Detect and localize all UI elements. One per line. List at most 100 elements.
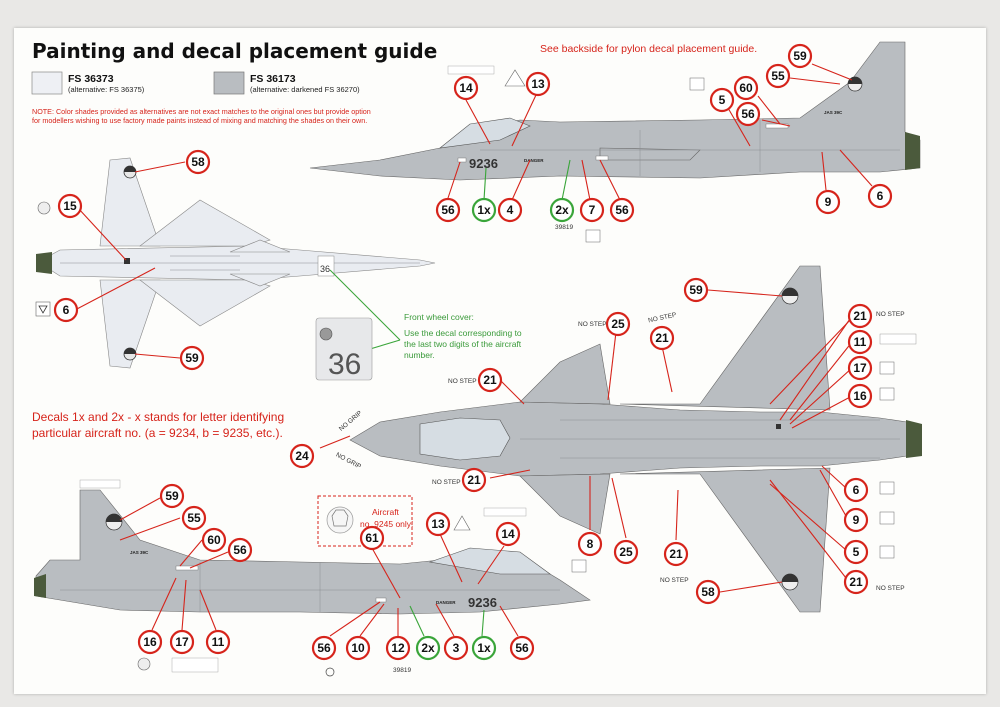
callout-9: 9 xyxy=(843,507,869,533)
svg-text:56: 56 xyxy=(441,203,455,217)
svg-text:9: 9 xyxy=(853,513,860,527)
callout-56: 56 xyxy=(735,101,761,127)
swatch-2-code: FS 36173 xyxy=(250,73,296,85)
serial-number-top: 9236 xyxy=(469,156,498,171)
callout-4: 4 xyxy=(497,197,523,223)
stencil-box-r1 xyxy=(879,361,895,375)
stencil-roundel-icon xyxy=(37,201,51,215)
callout-3: 3 xyxy=(443,635,469,661)
aircraft-note-line1: Aircraft xyxy=(372,507,400,517)
callout-59: 59 xyxy=(683,277,709,303)
stencil-label-bottom xyxy=(79,479,121,489)
danger-stencil-top: DANGER xyxy=(524,158,544,163)
svg-text:5: 5 xyxy=(719,93,726,107)
stencil-plate-1 xyxy=(879,333,917,345)
callout-13: 13 xyxy=(425,511,451,537)
callout-59: 59 xyxy=(179,345,205,371)
svg-text:6: 6 xyxy=(853,483,860,497)
callout-7: 7 xyxy=(579,197,605,223)
decals-note-line2: particular aircraft no. (a = 9234, b = 9… xyxy=(32,426,283,440)
no-grip-1: NO GRIP xyxy=(338,410,364,433)
stencil-box-r3 xyxy=(879,481,895,495)
callout-6: 6 xyxy=(53,297,79,323)
swatch-1-alt: (alternative: FS 36375) xyxy=(68,85,145,94)
backside-note: See backside for pylon decal placement g… xyxy=(540,43,757,55)
aircraft-note-line2: no. 9245 only! xyxy=(360,519,413,529)
front-wheel-line1: Use the decal corresponding to xyxy=(404,328,522,338)
swatch-2-alt: (alternative: darkened FS 36270) xyxy=(250,85,360,94)
warning-triangle-top-icon xyxy=(504,69,526,87)
callout-55: 55 xyxy=(765,63,791,89)
top-view-aircraft: 36 xyxy=(36,157,436,369)
svg-text:56: 56 xyxy=(317,641,331,655)
callout-14: 14 xyxy=(453,75,479,101)
small-circle-stencil-icon xyxy=(325,667,335,677)
callout-11: 11 xyxy=(205,629,231,655)
front-wheel-cover-note: Front wheel cover: Use the decal corresp… xyxy=(315,269,522,381)
callout-59: 59 xyxy=(159,483,185,509)
no-step-1: NO STEP xyxy=(578,321,607,328)
callout-13: 13 xyxy=(525,71,551,97)
svg-text:11: 11 xyxy=(212,635,225,649)
svg-text:6: 6 xyxy=(877,189,884,203)
svg-text:16: 16 xyxy=(853,389,867,403)
svg-text:21: 21 xyxy=(655,331,669,345)
stencil-box-top-2 xyxy=(689,77,705,91)
decals-note-line1: Decals 1x and 2x - x stands for letter i… xyxy=(32,410,284,424)
svg-text:60: 60 xyxy=(207,533,221,547)
svg-text:10: 10 xyxy=(351,641,365,655)
stencil-box-top xyxy=(585,229,601,243)
callout-2x: 2x xyxy=(549,197,575,223)
front-wheel-heading: Front wheel cover: xyxy=(404,312,474,322)
color-note-line2: for modellers wishing to use factory mad… xyxy=(32,116,367,125)
svg-text:58: 58 xyxy=(191,155,205,169)
svg-text:55: 55 xyxy=(187,511,201,525)
callout-16: 16 xyxy=(847,383,873,409)
danger-stencil-bottom: DANGER xyxy=(436,600,456,605)
callout-24: 24 xyxy=(289,443,315,469)
svg-text:14: 14 xyxy=(501,527,515,541)
serial-number-bottom: 9236 xyxy=(468,595,497,610)
svg-text:11: 11 xyxy=(854,335,867,349)
svg-text:12: 12 xyxy=(391,641,405,655)
callout-56: 56 xyxy=(435,197,461,223)
wheel-cover-number: 36 xyxy=(328,348,361,381)
callout-14: 14 xyxy=(495,521,521,547)
callout-9: 9 xyxy=(815,189,841,215)
svg-text:56: 56 xyxy=(233,543,247,557)
callout-56: 56 xyxy=(227,537,253,563)
callout-11: 11 xyxy=(847,329,873,355)
callout-21: 21 xyxy=(663,541,689,567)
svg-text:21: 21 xyxy=(467,473,481,487)
svg-text:21: 21 xyxy=(483,373,497,387)
svg-text:2x: 2x xyxy=(555,203,569,217)
svg-text:25: 25 xyxy=(611,317,625,331)
svg-text:25: 25 xyxy=(619,545,633,559)
svg-text:56: 56 xyxy=(741,107,755,121)
wheel-cover-small-number: 36 xyxy=(320,264,330,274)
svg-text:7: 7 xyxy=(589,203,596,217)
svg-text:9: 9 xyxy=(825,195,832,209)
callout-5: 5 xyxy=(843,539,869,565)
callout-60: 60 xyxy=(201,527,227,553)
stencil-box-r4 xyxy=(879,511,895,525)
stencil-box-r2 xyxy=(879,387,895,401)
stencil-box-b1 xyxy=(571,559,587,573)
svg-text:24: 24 xyxy=(295,449,309,463)
no-step-2: NO STEP xyxy=(448,378,477,385)
svg-text:56: 56 xyxy=(515,641,529,655)
svg-text:21: 21 xyxy=(849,575,863,589)
callout-21: 21 xyxy=(843,569,869,595)
svg-text:1x: 1x xyxy=(477,203,491,217)
front-wheel-line3: number. xyxy=(404,350,435,360)
stencil-plate-bottom xyxy=(171,657,219,673)
callout-25: 25 xyxy=(613,539,639,565)
callout-8: 8 xyxy=(577,531,603,557)
svg-text:6: 6 xyxy=(63,303,70,317)
callout-10: 10 xyxy=(345,635,371,661)
front-wheel-line2: the last two digits of the aircraft xyxy=(404,339,522,349)
callout-17: 17 xyxy=(169,629,195,655)
svg-text:55: 55 xyxy=(771,69,785,83)
callout-59: 59 xyxy=(787,43,813,69)
jas-stencil-bottom: JAS 39C xyxy=(130,550,149,555)
